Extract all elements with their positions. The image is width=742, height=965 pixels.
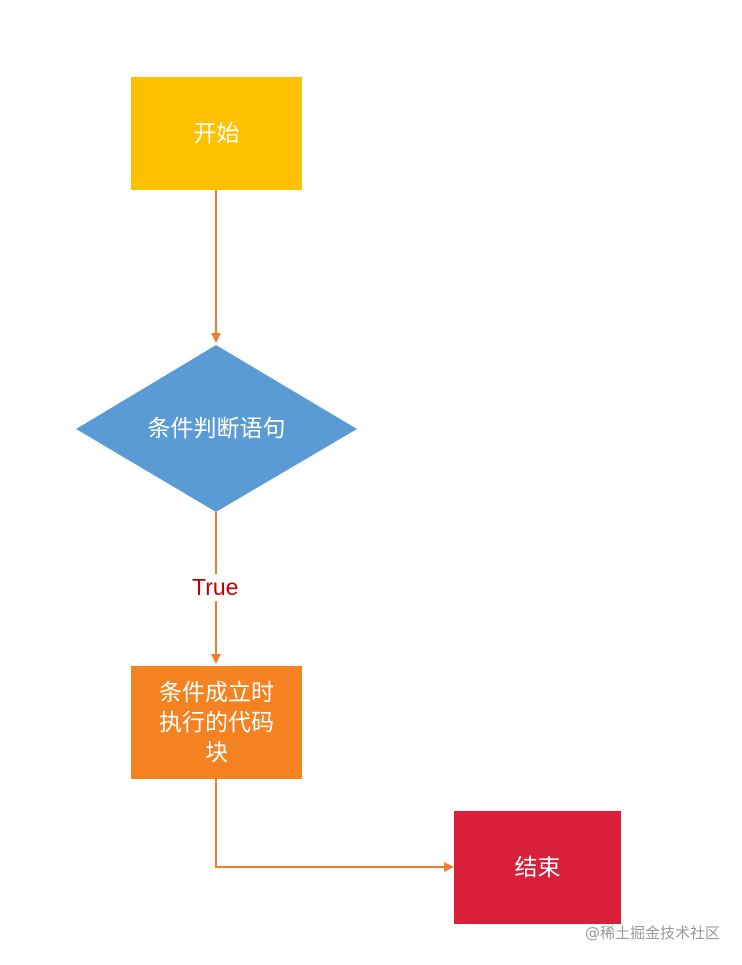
edge-label-true: True [190,574,241,601]
condition-node-label: 条件判断语句 [147,415,286,442]
start-node-label: 开始 [193,120,240,147]
condition-node [76,345,357,512]
code-block-label-line-3: 块 [205,739,228,766]
edge-code-block-to-end [215,779,454,872]
watermark: @稀土掘金技术社区 [584,924,720,942]
code-block-label-line-2: 执行的代码 [159,709,274,736]
code-block-node-label: 条件成立时 执行的代码 块 [131,666,302,779]
end-node-label: 结束 [514,854,561,881]
code-block-label-line-1: 条件成立时 [159,679,274,706]
end-node [454,811,621,924]
code-block-node [131,666,302,779]
start-node [131,77,302,190]
